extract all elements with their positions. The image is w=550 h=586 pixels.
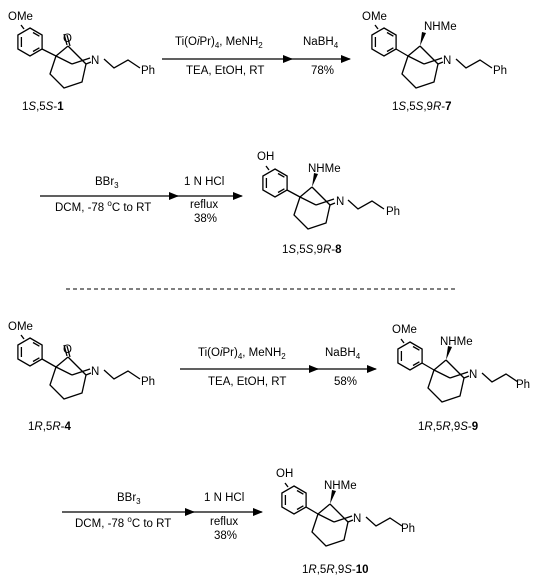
conditions-label: TEA, EtOH, RT bbox=[208, 376, 286, 388]
phenyl-label: Ph bbox=[386, 206, 400, 218]
compound-4-structure: OMe O N Ph bbox=[8, 321, 155, 400]
scheme-4: BBr3 DCM, -78 oC to RT 1 N HCl reflux 38… bbox=[62, 468, 415, 576]
compound-7-label: 1S,5S,9R-7 bbox=[392, 101, 452, 113]
nhme-label: NHMe bbox=[324, 480, 357, 492]
nhme-label: NHMe bbox=[440, 336, 473, 348]
conditions-label: DCM, -78 oC to RT bbox=[75, 515, 171, 530]
yield-label: 58% bbox=[334, 376, 357, 388]
nhme-label: NHMe bbox=[308, 163, 341, 175]
oh-label: OH bbox=[257, 151, 274, 163]
ome-label: OMe bbox=[8, 11, 33, 23]
scheme-1: OMe O N Ph 1S,5S-1 Ti(OiPr)4, MeNH2 TEA,… bbox=[8, 11, 507, 113]
compound-7-structure: OMe NHMe N Ph bbox=[362, 11, 507, 89]
reagent-hcl-label: 1 N HCl bbox=[184, 176, 224, 188]
phenyl-label: Ph bbox=[493, 65, 507, 77]
reagent-bbr3-label: BBr3 bbox=[117, 492, 141, 506]
reagent-bbr3-label: BBr3 bbox=[95, 176, 119, 190]
oh-label: OH bbox=[276, 468, 293, 480]
yield-label: 38% bbox=[194, 213, 217, 225]
compound-9-label: 1R,5R,9S-9 bbox=[418, 421, 478, 433]
reagent-nabh4-label: NaBH4 bbox=[325, 347, 361, 361]
amine-n-label: N bbox=[336, 196, 344, 208]
reflux-label: reflux bbox=[210, 516, 238, 528]
yield-label: 78% bbox=[311, 65, 334, 77]
reagent-nabh4-label: NaBH4 bbox=[303, 36, 339, 50]
reagent-hcl-label: 1 N HCl bbox=[204, 492, 244, 504]
amine-n-label: N bbox=[443, 55, 451, 67]
conditions-label: TEA, EtOH, RT bbox=[186, 65, 264, 77]
phenyl-label: Ph bbox=[141, 65, 155, 77]
phenyl-label: Ph bbox=[401, 523, 415, 535]
compound-10-label: 1R,5R,9S-10 bbox=[302, 564, 369, 576]
conditions-label: DCM, -78 oC to RT bbox=[55, 199, 151, 214]
nhme-label: NHMe bbox=[424, 21, 457, 33]
ome-label: OMe bbox=[8, 321, 33, 333]
yield-label: 38% bbox=[214, 530, 237, 542]
ome-label: OMe bbox=[392, 324, 417, 336]
reflux-label: reflux bbox=[190, 199, 218, 211]
compound-1-structure: OMe O N Ph bbox=[8, 11, 155, 89]
amine-n-label: N bbox=[353, 513, 361, 525]
reagent-ti-label: Ti(OiPr)4, MeNH2 bbox=[175, 36, 263, 50]
carbonyl-o-label: O bbox=[63, 33, 72, 45]
carbonyl-o-label: O bbox=[63, 344, 72, 356]
reagent-ti-label: Ti(OiPr)4, MeNH2 bbox=[198, 347, 286, 361]
compound-9-structure: OMe NHMe N Ph bbox=[392, 324, 530, 403]
phenyl-label: Ph bbox=[516, 379, 530, 391]
amine-n-label: N bbox=[91, 55, 99, 67]
compound-10-structure: OH NHMe N Ph bbox=[276, 468, 415, 547]
compound-4-label: 1R,5R-4 bbox=[28, 421, 71, 433]
ome-label: OMe bbox=[362, 11, 387, 23]
phenyl-label: Ph bbox=[141, 376, 155, 388]
scheme-2: BBr3 DCM, -78 oC to RT 1 N HCl reflux 38… bbox=[40, 151, 400, 256]
amine-n-label: N bbox=[91, 366, 99, 378]
amine-n-label: N bbox=[469, 369, 477, 381]
compound-1-label: 1S,5S-1 bbox=[22, 101, 64, 113]
scheme-3: OMe O N Ph 1R,5R-4 Ti(OiPr)4, MeNH2 TEA,… bbox=[8, 321, 530, 433]
compound-8-structure: OH NHMe N Ph bbox=[257, 151, 400, 230]
compound-8-label: 1S,5S,9R-8 bbox=[282, 244, 342, 256]
